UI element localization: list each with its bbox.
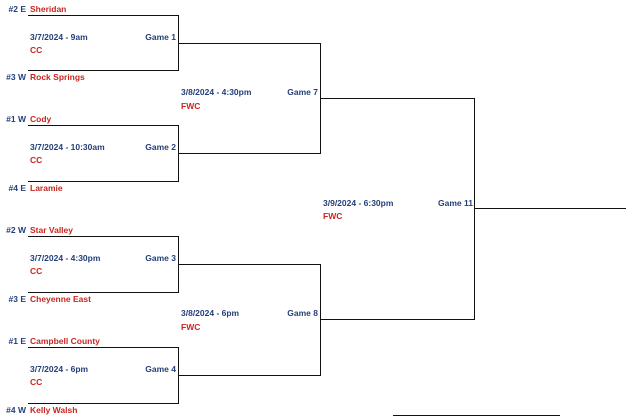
team-name: Laramie	[30, 183, 63, 193]
bracket-line	[28, 181, 179, 182]
team-name: Star Valley	[30, 225, 74, 235]
game-number: Game 4	[145, 364, 176, 374]
team-name: Rock Springs	[30, 72, 85, 82]
bracket-line	[28, 292, 179, 293]
game-location: FWC	[181, 101, 201, 111]
bracket-line	[28, 403, 179, 404]
team-name: Kelly Walsh	[30, 405, 78, 415]
game-number: Game 1	[145, 32, 176, 42]
seed-label: #3 E	[8, 294, 27, 304]
bracket-line	[320, 264, 321, 376]
game-location: CC	[30, 266, 43, 276]
seed-label: #2 W	[6, 225, 26, 235]
game-location: FWC	[323, 211, 343, 221]
seed-label: #4 E	[8, 183, 27, 193]
bracket-line	[178, 236, 179, 293]
game-location: FWC	[181, 322, 201, 332]
game-number: Game 2	[145, 142, 176, 152]
seed-label: #2 E	[8, 4, 27, 14]
seed-label: #4 W	[6, 405, 26, 415]
game-location: CC	[30, 377, 43, 387]
game-number: Game 8	[287, 308, 318, 318]
game-date: 3/9/2024 - 6:30pm	[323, 198, 394, 208]
bracket-line	[179, 375, 321, 376]
bracket-line	[393, 415, 560, 416]
bracket-line	[474, 98, 475, 320]
game-location: CC	[30, 45, 43, 55]
game-date: 3/8/2024 - 6pm	[181, 308, 240, 318]
bracket-line	[28, 236, 179, 237]
bracket-line	[178, 15, 179, 71]
game-date: 3/8/2024 - 4:30pm	[181, 87, 252, 97]
bracket-line	[320, 43, 321, 154]
bracket-line	[178, 347, 179, 404]
game-date: 3/7/2024 - 6pm	[30, 364, 89, 374]
bracket-line	[179, 264, 321, 265]
game-number: Game 7	[287, 87, 318, 97]
team-name: Campbell County	[30, 336, 100, 346]
bracket-line	[28, 347, 179, 348]
bracket-line	[321, 319, 475, 320]
bracket-line	[179, 43, 321, 44]
game-date: 3/7/2024 - 9am	[30, 32, 88, 42]
seed-label: #1 E	[8, 336, 27, 346]
team-name: Sheridan	[30, 4, 67, 14]
game-number: Game 11	[438, 198, 473, 208]
game-location: CC	[30, 155, 43, 165]
team-name: Cody	[30, 114, 52, 124]
champion-line	[475, 208, 626, 209]
bracket-line	[178, 125, 179, 182]
team-name: Cheyenne East	[30, 294, 91, 304]
game-date: 3/7/2024 - 10:30am	[30, 142, 105, 152]
bracket-line	[321, 98, 475, 99]
game-date: 3/7/2024 - 4:30pm	[30, 253, 101, 263]
bracket-line	[28, 15, 179, 16]
seed-label: #1 W	[6, 114, 26, 124]
seed-label: #3 W	[6, 72, 26, 82]
bracket-line	[28, 125, 179, 126]
game-number: Game 3	[145, 253, 176, 263]
bracket-line	[179, 153, 321, 154]
bracket-line	[28, 70, 179, 71]
